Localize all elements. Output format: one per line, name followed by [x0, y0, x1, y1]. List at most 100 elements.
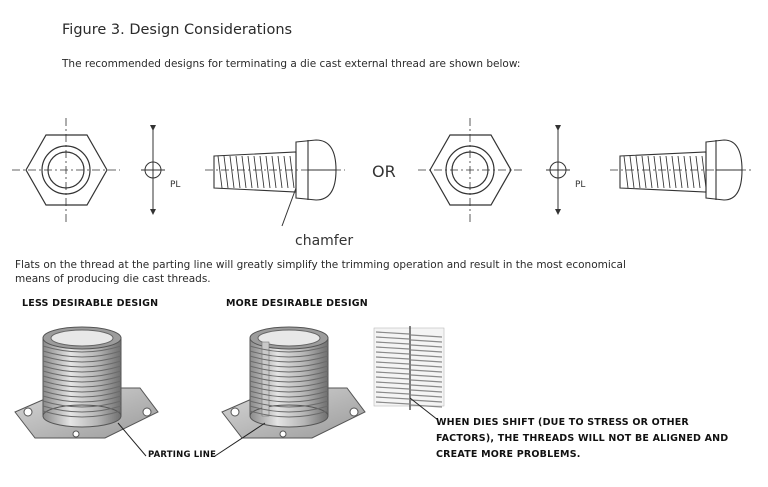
thread-rib-left-half [375, 401, 410, 405]
more-desirable-part [221, 326, 366, 439]
thread-line [695, 155, 701, 189]
thread-rib-right-half [410, 389, 443, 393]
thread-rib-right-half [410, 374, 443, 378]
thread-rib [42, 400, 122, 408]
thread-rib [42, 365, 122, 373]
thread-rib-left-half [375, 371, 410, 375]
thread-rib [249, 410, 329, 418]
thread-rib-left-half [375, 376, 410, 380]
thread-line [247, 155, 253, 189]
thread-rib-right-half [410, 349, 443, 353]
thread-line [265, 155, 271, 189]
parting-line-symbol-left [141, 125, 165, 215]
thread-line [647, 155, 653, 189]
thread-rib-right-half [410, 384, 443, 388]
thread-rib-left-half [375, 391, 410, 395]
thread-rib-right-half [410, 334, 443, 338]
thread-rib-right-half [410, 364, 443, 368]
parting-line-symbol-label-right: PL [575, 180, 586, 190]
thread-ribs-less [42, 345, 122, 418]
chamfer-label: chamfer [295, 233, 354, 249]
thread-rib [249, 375, 329, 383]
thread-line [217, 155, 223, 189]
thread-rib [42, 405, 122, 413]
shift-note-leader [409, 397, 439, 421]
thread-line [229, 155, 235, 189]
thread-rib-right-half [410, 369, 443, 373]
thread-rib [249, 395, 329, 403]
thread-rib [42, 350, 122, 358]
thread-rib-left-half [375, 346, 410, 350]
thread-line [659, 155, 665, 189]
or-label: OR [372, 162, 396, 181]
thread-line [259, 155, 265, 189]
thread-rib [249, 370, 329, 378]
thread-rib-right-half [410, 394, 443, 398]
thread-rib-right-half [410, 399, 443, 403]
less-desirable-part [14, 326, 159, 439]
thread-line [283, 155, 289, 189]
thread-rib [42, 375, 122, 383]
less-desirable-heading: LESS DESIRABLE DESIGN [22, 298, 159, 309]
parting-line-leader-2 [214, 422, 266, 457]
thread-rib [249, 400, 329, 408]
thread-line [235, 155, 241, 189]
thread-line [289, 155, 295, 189]
thread-rib-left-half [375, 366, 410, 370]
thread-rib-left-half [375, 361, 410, 365]
thread-rib [249, 350, 329, 358]
thread-rib [42, 370, 122, 378]
thread-line [635, 155, 641, 189]
thread-line [689, 155, 695, 189]
thread-rib [249, 360, 329, 368]
thread-rib [249, 405, 329, 413]
thread-ribs-misaligned [375, 331, 443, 408]
thread-line [223, 155, 229, 189]
thread-line [629, 155, 635, 189]
thread-ribs-more [249, 345, 329, 418]
thread-rib-left-half [375, 341, 410, 345]
hex-nut-end-view-right [418, 118, 524, 222]
thread-line [683, 155, 689, 189]
thread-rib [249, 355, 329, 363]
parting-line-leader [117, 422, 147, 457]
thread-rib-right-half [410, 344, 443, 348]
threaded-bolt-left [205, 139, 345, 201]
chamfer-leader [281, 187, 297, 227]
thread-lines-right [623, 155, 707, 189]
thread-rib [42, 345, 122, 353]
thread-rib [42, 355, 122, 363]
thread-line [677, 155, 683, 189]
thread-rib [42, 410, 122, 418]
thread-rib [249, 390, 329, 398]
thread-line [665, 155, 671, 189]
thread-rib-right-half [410, 404, 443, 408]
thread-rib-left-half [375, 351, 410, 355]
thread-rib-left-half [375, 381, 410, 385]
thread-rib-left-half [375, 336, 410, 340]
thread-rib [249, 365, 329, 373]
thread-line [641, 155, 647, 189]
thread-rib [249, 380, 329, 388]
more-desirable-heading: MORE DESIRABLE DESIGN [226, 298, 368, 309]
die-shift-note: WHEN DIES SHIFT (DUE TO STRESS OR OTHER … [436, 417, 729, 460]
thread-rib [42, 380, 122, 388]
thread-rib-left-half [375, 331, 410, 335]
thread-rib [42, 360, 122, 368]
thread-rib-right-half [410, 354, 443, 358]
thread-rib [249, 385, 329, 393]
threaded-bolt-right [610, 139, 752, 201]
thread-line [653, 155, 659, 189]
thread-rib-left-half [375, 356, 410, 360]
thread-line [623, 155, 629, 189]
thread-rib-right-half [410, 359, 443, 363]
thread-rib-left-half [375, 386, 410, 390]
thread-line [671, 155, 677, 189]
thread-line [277, 155, 283, 189]
hex-nut-end-view-left [12, 118, 120, 222]
thread-rib-right-half [410, 379, 443, 383]
thread-lines-left [217, 155, 295, 189]
thread-line [253, 155, 259, 189]
thread-rib [42, 390, 122, 398]
